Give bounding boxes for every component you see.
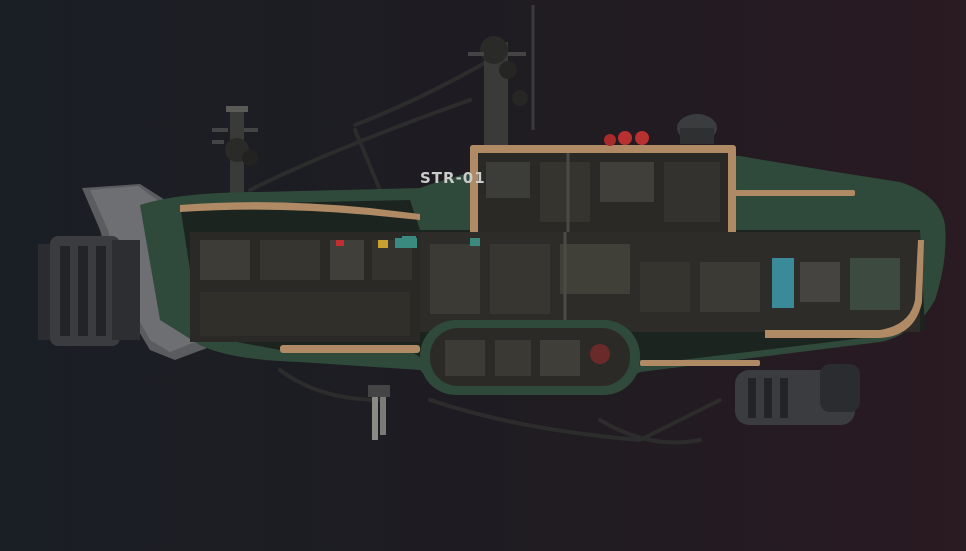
dorsal-turret-icon bbox=[677, 114, 717, 144]
rear-engine-nacelle-icon bbox=[38, 236, 140, 346]
rigging-cables bbox=[248, 58, 722, 445]
lower-gondola bbox=[420, 320, 640, 395]
upper-deck-trim bbox=[180, 145, 855, 235]
bridge-section bbox=[478, 131, 728, 235]
rear-antenna-mast-icon bbox=[212, 106, 258, 198]
cargo-hold bbox=[402, 232, 920, 332]
hull-designation-label: STR-01 bbox=[420, 169, 486, 187]
front-antenna-mast-icon bbox=[468, 5, 535, 152]
mid-deck-interior bbox=[190, 232, 420, 342]
lower-deck-trim bbox=[280, 240, 924, 366]
landing-gear bbox=[368, 385, 390, 440]
front-engine-nacelle-icon bbox=[735, 364, 860, 425]
